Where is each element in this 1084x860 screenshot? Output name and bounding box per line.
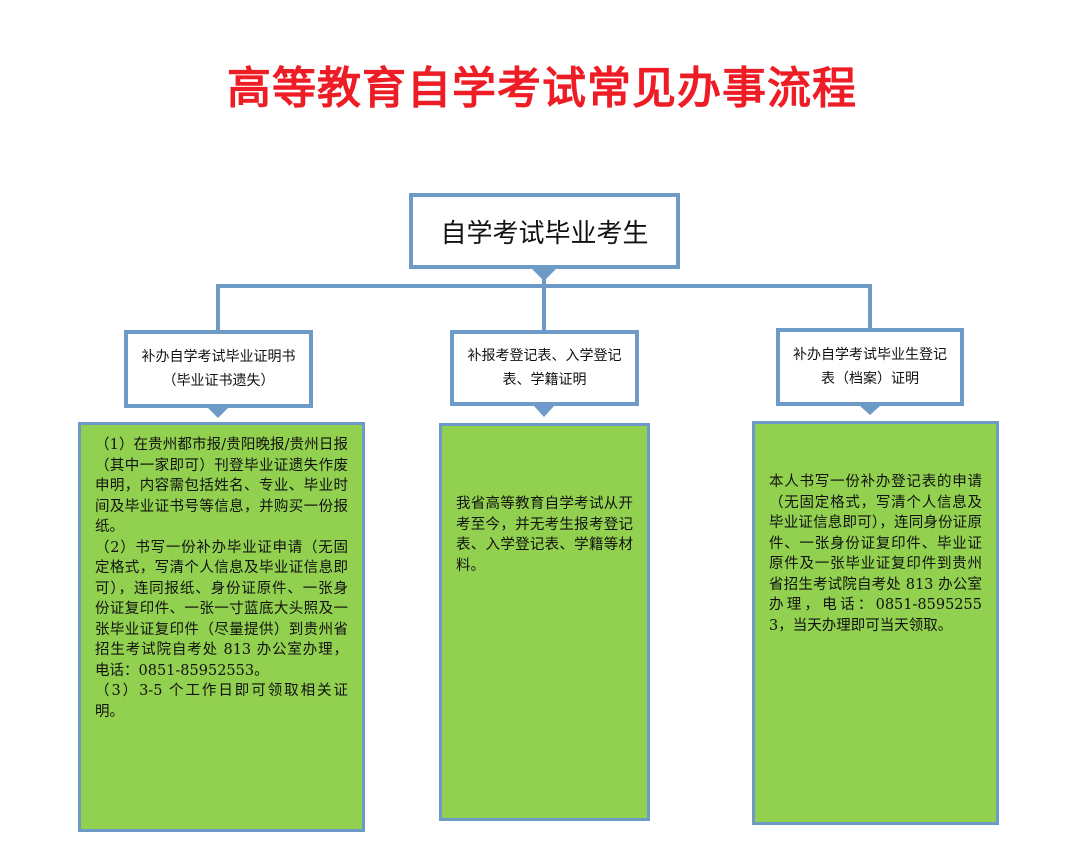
arrow-right-icon (860, 406, 880, 415)
category-reissue-certificate: 补办自学考试毕业证明书（毕业证书遗失） (124, 330, 313, 408)
detail-graduate-record: 本人书写一份补办登记表的申请（无固定格式，写清个人信息及毕业证信息即可），连同身… (752, 421, 999, 825)
arrow-middle-icon (534, 406, 554, 417)
category-graduate-record: 补办自学考试毕业生登记表（档案）证明 (776, 328, 964, 406)
detail-registration-forms: 我省高等教育自学考试从开考至今，并无考生报考登记表、入学登记表、学籍等材料。 (439, 423, 650, 821)
page-title: 高等教育自学考试常见办事流程 (227, 63, 857, 114)
root-arrow-icon (532, 269, 556, 281)
category-registration-forms: 补报考登记表、入学登记表、学籍证明 (450, 330, 639, 406)
arrow-left-icon (208, 408, 228, 418)
detail-reissue-certificate: （1）在贵州都市报/贵阳晚报/贵州日报（其中一家即可）刊登毕业证遗失作废申明，内… (78, 422, 365, 832)
root-node: 自学考试毕业考生 (409, 193, 680, 269)
